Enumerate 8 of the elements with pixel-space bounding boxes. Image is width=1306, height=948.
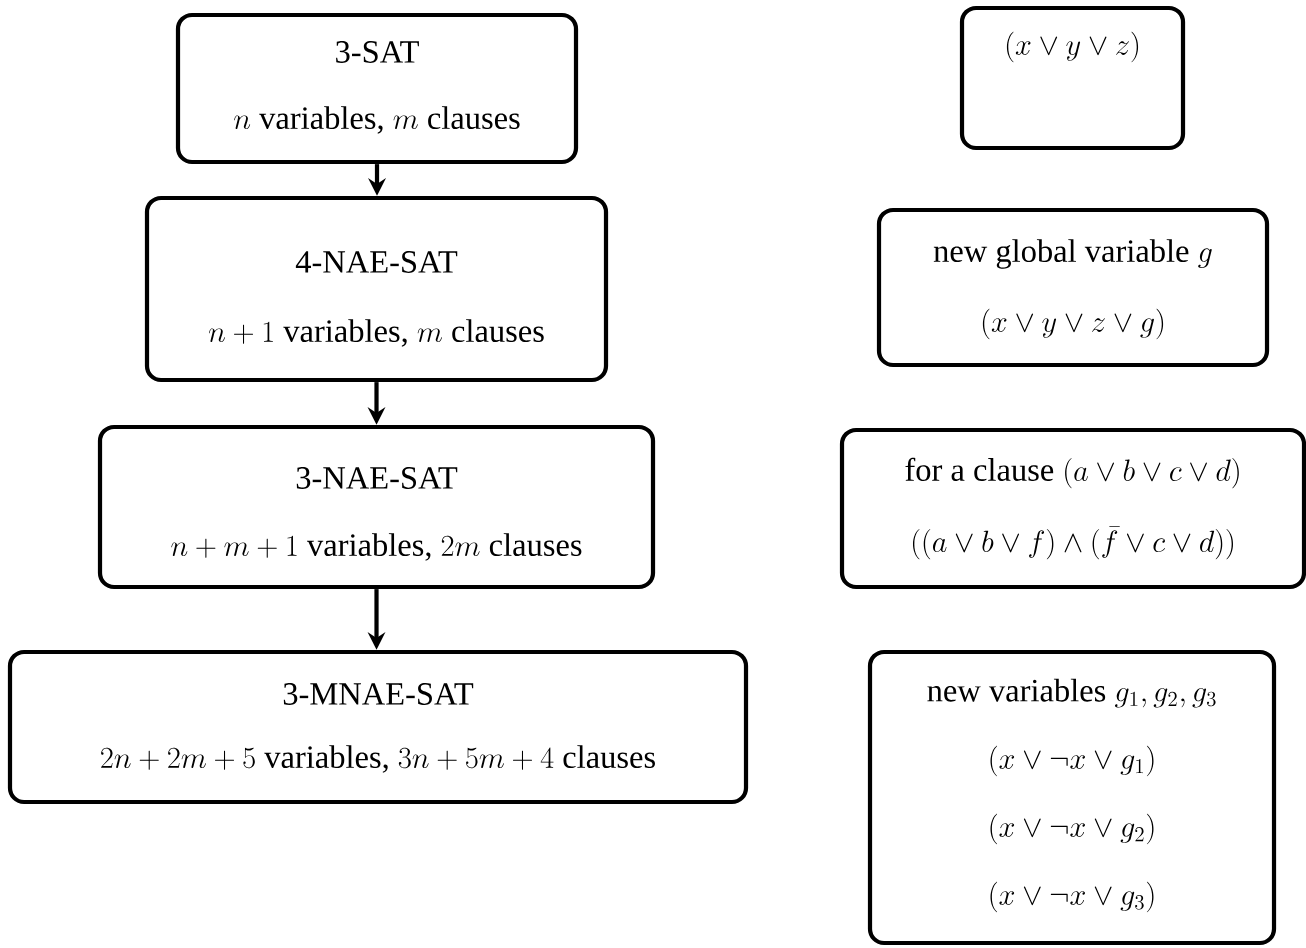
process-box: $\text{new global variable } g$ $(x \vee y \vee z \vee g)$ [876, 207, 1270, 368]
process-box: 3-NAE-SAT $n+m+1 \text{ variables, } 2m \text{ clauses}$ [97, 424, 656, 590]
process-box: 3-MNAE-SAT $2n+2m+5 \text{ variables, } 3n+5m+4 \text{ clauses}$ [7, 649, 749, 805]
process-box: $\text{new variables } g_1, g_2, g_3$ $(x \vee \neg x \vee g_1)$ $(x \vee \neg x \vee g_2)$ $(x \vee \neg x \vee g_3)$ [867, 649, 1277, 946]
process-box: 4-NAE-SAT $n+1 \text{ variables, } m \text{ clauses}$ [144, 195, 609, 383]
process-box: $\text{for a clause } (a \vee b \vee c \vee d)$ $((a \vee b \vee f) \wedge (\bar{f} \vee c \vee d))$ [839, 427, 1306, 590]
process-box: $(x \vee y \vee z)$ [959, 5, 1186, 151]
process-box: 3-SAT $n \text{ variables, } m \text{ clauses}$ [175, 12, 579, 165]
